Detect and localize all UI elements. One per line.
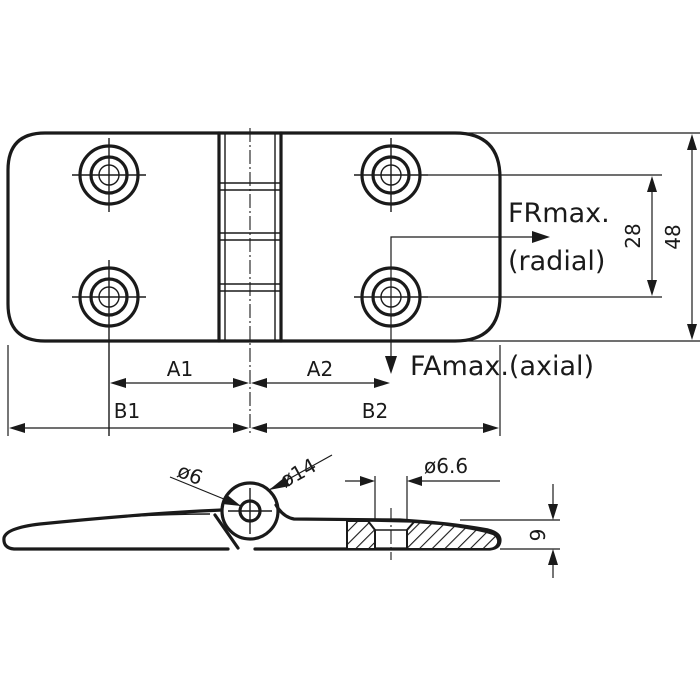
dimension-a2-label: A2 — [307, 357, 333, 381]
dimension-b1: B1 — [9, 399, 249, 433]
mounting-hole — [354, 138, 428, 212]
dimension-b1-label: B1 — [114, 399, 140, 423]
section-hatch-left — [346, 520, 376, 550]
dimension-a1-label: A1 — [167, 357, 193, 381]
force-radial-line2: (radial) — [508, 246, 605, 277]
mounting-hole — [72, 260, 146, 436]
force-radial-arrow — [390, 231, 550, 360]
force-radial-label: FRmax. (radial) — [508, 198, 618, 277]
top-view: 28 48 FRmax. (radial) FAmax.(axial) — [6, 128, 700, 436]
dimension-b2-label: B2 — [362, 399, 388, 423]
dimension-knuckle-diameter: ø14 — [268, 453, 333, 492]
dimension-hole-diameter: ø6.6 — [345, 454, 500, 520]
dimension-a1: A1 — [110, 357, 249, 388]
dimension-thickness-label: 9 — [526, 529, 550, 542]
dimension-a2: A2 — [251, 357, 390, 388]
force-axial-label: FAmax.(axial) — [410, 351, 594, 382]
force-axial-arrow — [385, 356, 397, 374]
dimension-48-label: 48 — [661, 224, 685, 249]
dimension-hole-diameter-label: ø6.6 — [424, 454, 468, 478]
dimension-48: 48 — [460, 132, 700, 342]
mounting-hole — [72, 138, 146, 212]
dimension-pin-diameter: ø6 — [169, 458, 242, 507]
hinge-plate-outline — [6, 131, 502, 343]
dimension-pin-diameter-label: ø6 — [174, 458, 206, 490]
dimension-b2: B2 — [251, 399, 499, 433]
hinge-knuckle — [217, 128, 283, 436]
side-view: ø6 ø14 ø6.6 9 — [2, 453, 560, 578]
left-leaf-outline — [2, 508, 230, 551]
dimension-thickness: 9 — [460, 484, 560, 578]
force-radial-line1: FRmax. — [508, 198, 610, 229]
section-hatch-right — [406, 520, 500, 550]
dimension-28: 28 — [428, 174, 662, 298]
knuckle-outline — [220, 481, 280, 541]
dimension-28-label: 28 — [621, 223, 645, 248]
right-leaf-outline — [253, 503, 502, 551]
